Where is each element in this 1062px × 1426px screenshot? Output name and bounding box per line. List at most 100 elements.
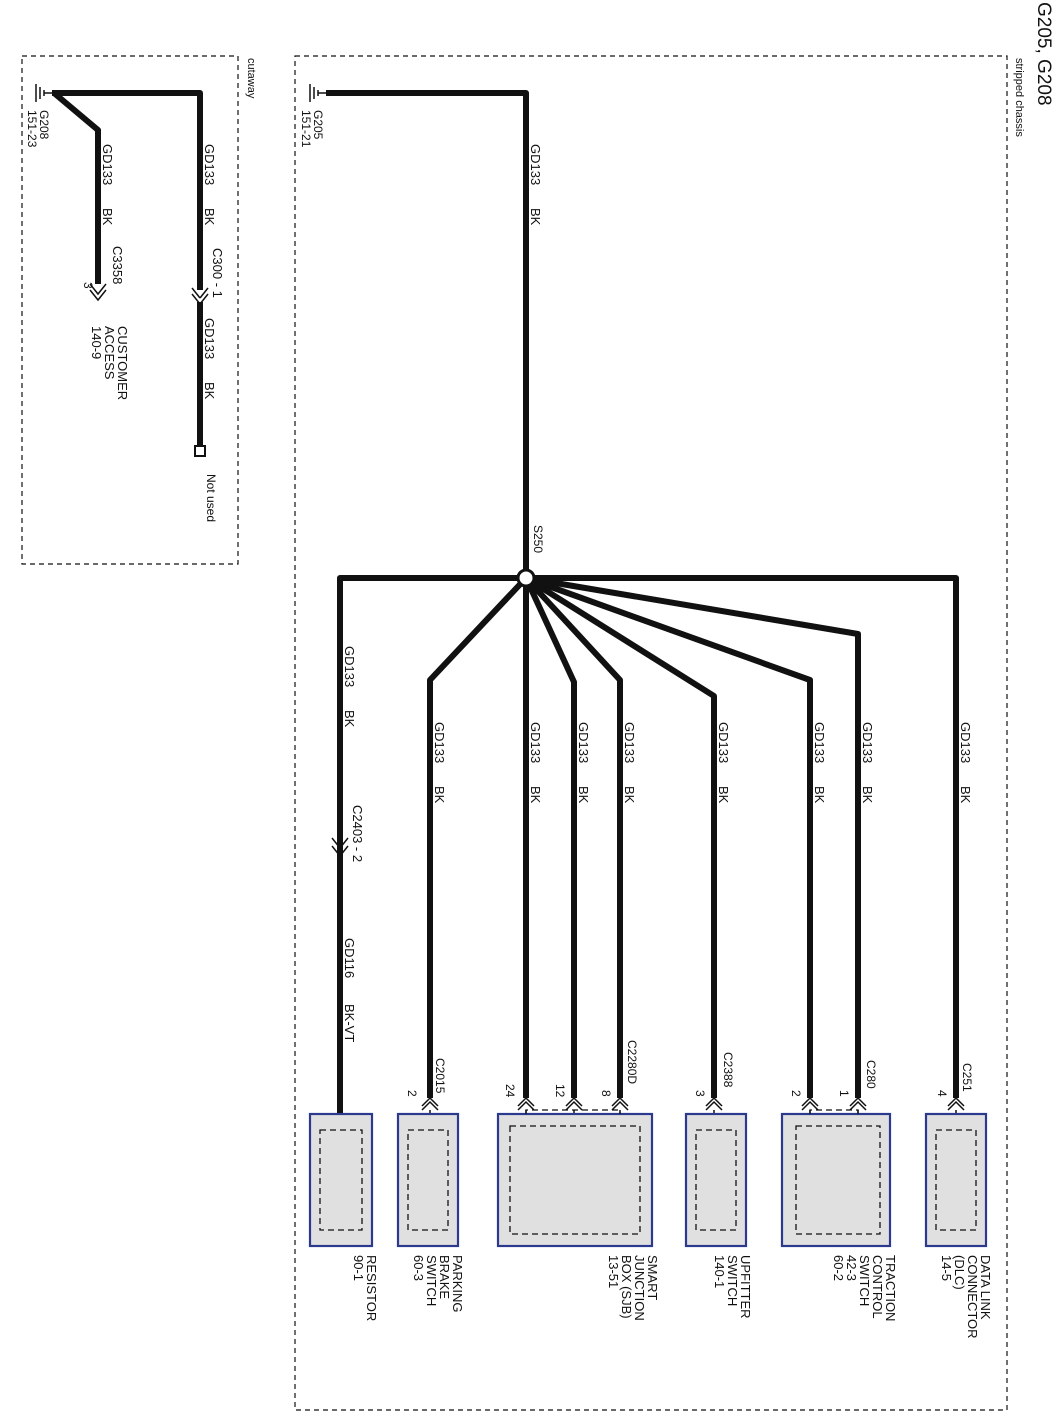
terminal-icon [849,1096,867,1111]
wire-circuit: GD133 [342,646,357,687]
c251-label: C251 [960,1063,974,1092]
wire-circuit: GD133 [432,722,447,763]
wire-circuit: GD133 [958,722,973,763]
component-box-sjb [496,1112,654,1248]
wire-circuit-main: GD133 [528,144,543,185]
dlc-label-2: CONNECTOR [965,1255,980,1339]
not-used-label: Not used [204,474,218,522]
c2015-label: C2015 [433,1058,447,1094]
wire-circuit: GD133 [100,144,115,185]
wire-sjb-12 [523,576,577,1098]
component-inner [695,1129,737,1231]
cutaway-frame [21,55,239,565]
traction-label-2: CONTROL [870,1255,885,1319]
wire-circuit: GD133 [860,722,875,763]
resistor-label-2: 90-1 [351,1255,366,1281]
g205-name: G205 [311,110,325,140]
wire-circuit: GD133 [202,318,217,359]
wire-gd116-circuit: GD116 [342,938,357,978]
parking-label-1: PARKING [450,1255,465,1313]
traction-label-4: 42-3 [844,1255,859,1281]
ground-icon [35,84,54,102]
traction-label-3: SWITCH [857,1255,872,1306]
wire-circuit: GD133 [716,722,731,763]
wire-circuit: GD133 [202,144,217,185]
c2015-pin: 2 [405,1090,419,1097]
component-box-parking [396,1112,460,1248]
wire-g205-s250 [326,90,529,578]
wire-gd116-color: BK-VT [342,1004,357,1042]
c280-pin-1: 1 [837,1090,851,1097]
wire-color-main: BK [528,208,543,226]
parking-label-4: 60-3 [411,1255,426,1281]
not-used-terminal-icon [194,445,206,457]
wire-traction-1 [525,575,861,1098]
c2403-label: C2403 - 2 [350,805,365,862]
dlc-label-4: 14-5 [939,1255,954,1281]
terminal-icon [611,1096,629,1111]
pin-link [809,1109,859,1114]
wire-traction-2 [524,575,813,1098]
sjb-label-4: 13-51 [606,1255,621,1288]
c2280d-pin-8: 8 [599,1090,613,1097]
terminal-icon [89,283,107,302]
wire-color: BK [202,382,217,400]
parking-label-3: SWITCH [424,1255,439,1306]
splice-dot [516,568,536,588]
terminal-icon [801,1096,819,1111]
wire-color: BK [202,208,217,226]
inline-connector-icon [331,837,349,857]
c280-label: C280 [864,1060,878,1089]
wire-dlc [526,575,959,1098]
terminal-icon [421,1096,439,1111]
component-inner [795,1125,881,1235]
dlc-label-1: DATA LINK [978,1255,993,1320]
wire-color: BK [342,710,357,728]
splice-label: S250 [531,525,545,553]
c3358-pin: 3 [81,282,95,289]
stripped-chassis-frame [294,55,1008,1411]
component-box-resistor [308,1112,374,1248]
g208-ref: 151-23 [25,110,39,148]
g208-name: G208 [37,110,51,140]
wire-circuit: GD133 [812,722,827,763]
wire-circuit: GD133 [576,722,591,763]
component-inner [407,1129,449,1231]
wire-resistor [337,575,526,1114]
terminal-icon [705,1096,723,1111]
wire-upfitter [524,575,717,1098]
parking-label-2: BRAKE [437,1255,452,1299]
component-box-upfitter [684,1112,748,1248]
c2280d-label: C2280D [625,1040,639,1084]
wire-color: BK [432,786,447,804]
wire-color: BK [576,786,591,804]
diagram-title: G205, G208 [1033,2,1054,106]
terminal-icon [947,1096,965,1111]
component-box-dlc [924,1112,988,1248]
sjb-label-2: JUNCTION [632,1255,647,1321]
c2388-pin: 3 [693,1090,707,1097]
component-inner [509,1125,641,1235]
terminal-icon [565,1096,583,1111]
traction-label-1: TRACTION [883,1255,898,1321]
c3358-label: C3358 [110,246,125,284]
wire-color: BK [860,786,875,804]
resistor-label-1: RESISTOR [364,1255,379,1321]
dlc-label-3: (DLC) [952,1255,967,1290]
stripped-chassis-label: stripped chassis [1013,58,1025,137]
c2280d-pin-24: 24 [503,1084,517,1098]
customer-label-2: ACCESS [102,326,117,380]
upfitter-label-1: UPFITTER [738,1255,753,1319]
component-inner [319,1129,363,1231]
wire-g208-c3358 [52,90,101,284]
inline-connector-icon [191,287,209,305]
sjb-label-3: BOX (SJB) [619,1255,634,1319]
c2280d-pin-12: 12 [553,1084,567,1098]
g205-ref: 151-21 [299,110,313,148]
wire-color: BK [100,208,115,226]
c280-pin-2: 2 [789,1090,803,1097]
wire-parking [427,575,529,1098]
component-inner [935,1129,977,1231]
cutaway-label: cutaway [245,58,257,99]
